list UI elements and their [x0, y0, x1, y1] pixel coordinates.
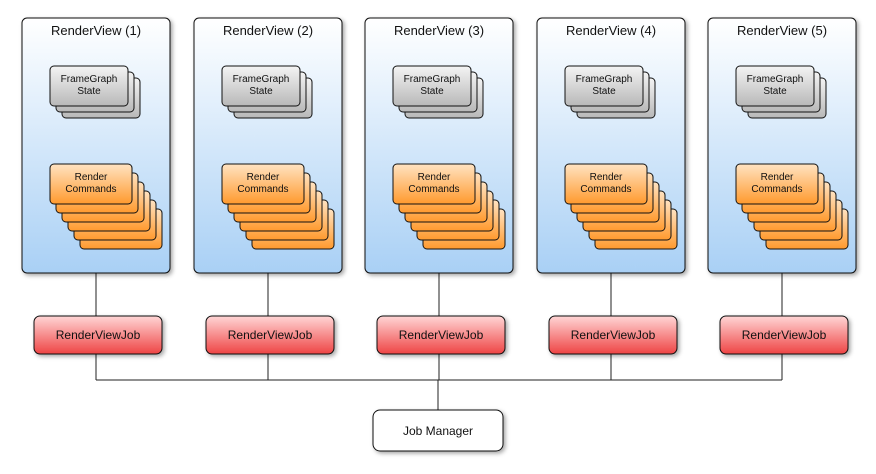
framegraph-state-card [49, 65, 129, 107]
render-view-title: RenderView (4) [566, 23, 656, 38]
render-commands-label: Commands [65, 184, 116, 195]
framegraph-state-card [735, 65, 815, 107]
render-view-job-label: RenderViewJob [742, 328, 827, 342]
render-view-job-box [548, 315, 678, 355]
render-view-job-label: RenderViewJob [399, 328, 484, 342]
render-commands-card [735, 163, 819, 205]
framegraph-state-label: State [77, 86, 101, 97]
render-commands-label: Render [590, 172, 623, 183]
render-view-job-5: RenderViewJob [719, 315, 849, 355]
render-commands-label: Render [247, 172, 280, 183]
framegraph-state-label: State [592, 86, 616, 97]
framegraph-state-label: State [249, 86, 273, 97]
render-commands-card [49, 163, 133, 205]
framegraph-state-label: FrameGraph [576, 74, 633, 85]
framegraph-state-label: State [420, 86, 444, 97]
framegraph-state-label: State [763, 86, 787, 97]
render-commands-label: Render [418, 172, 451, 183]
render-view-job-label: RenderViewJob [571, 328, 656, 342]
framegraph-state-label: FrameGraph [747, 74, 804, 85]
render-view-3: RenderView (3) FrameGraphStateRenderComma… [364, 17, 514, 274]
render-view-job-2: RenderViewJob [205, 315, 335, 355]
framegraph-state-card [221, 65, 301, 107]
render-commands-label: Commands [408, 184, 459, 195]
render-view-job-label: RenderViewJob [228, 328, 313, 342]
render-commands-label: Render [761, 172, 794, 183]
render-view-job-box [205, 315, 335, 355]
render-views: RenderView (1)FrameGraphStateRenderComma… [21, 17, 857, 274]
render-view-jobs: RenderViewJob RenderViewJob RenderViewJob R… [33, 315, 849, 355]
render-commands-label: Commands [580, 184, 631, 195]
render-view-job-3: RenderViewJob [376, 315, 506, 355]
connectors [95, 273, 783, 410]
render-commands-label: Commands [751, 184, 802, 195]
render-view-2: RenderView (2) FrameGraphStateRenderComma… [193, 17, 343, 274]
render-view-title: RenderView (1) [51, 23, 141, 38]
render-view-title: RenderView (5) [737, 23, 827, 38]
framegraph-state-card [392, 65, 472, 107]
render-view-job-1: RenderViewJob [33, 315, 163, 355]
render-view-4: RenderView (4) FrameGraphStateRenderComma… [536, 17, 686, 274]
render-view-title: RenderView (2) [223, 23, 313, 38]
render-view-job-label: RenderViewJob [56, 328, 141, 342]
render-commands-card [564, 163, 648, 205]
framegraph-state-label: FrameGraph [404, 74, 461, 85]
render-commands-card [392, 163, 476, 205]
render-view-job-box [376, 315, 506, 355]
job-manager-box [372, 409, 504, 452]
render-view-job-box [719, 315, 849, 355]
render-view-1: RenderView (1) FrameGraphStateRenderComma… [21, 17, 171, 274]
framegraph-state-label: FrameGraph [233, 74, 290, 85]
render-commands-label: Commands [237, 184, 288, 195]
render-view-5: RenderView (5) FrameGraphStateRenderComma… [707, 17, 857, 274]
framegraph-state-label: FrameGraph [61, 74, 118, 85]
render-view-job-box [33, 315, 163, 355]
job-manager [372, 409, 504, 452]
render-commands-card [221, 163, 305, 205]
job-manager-label: Job Manager [403, 424, 473, 438]
render-commands-label: Render [75, 172, 108, 183]
framegraph-state-card [564, 65, 644, 107]
render-view-job-4: RenderViewJob [548, 315, 678, 355]
render-view-title: RenderView (3) [394, 23, 484, 38]
